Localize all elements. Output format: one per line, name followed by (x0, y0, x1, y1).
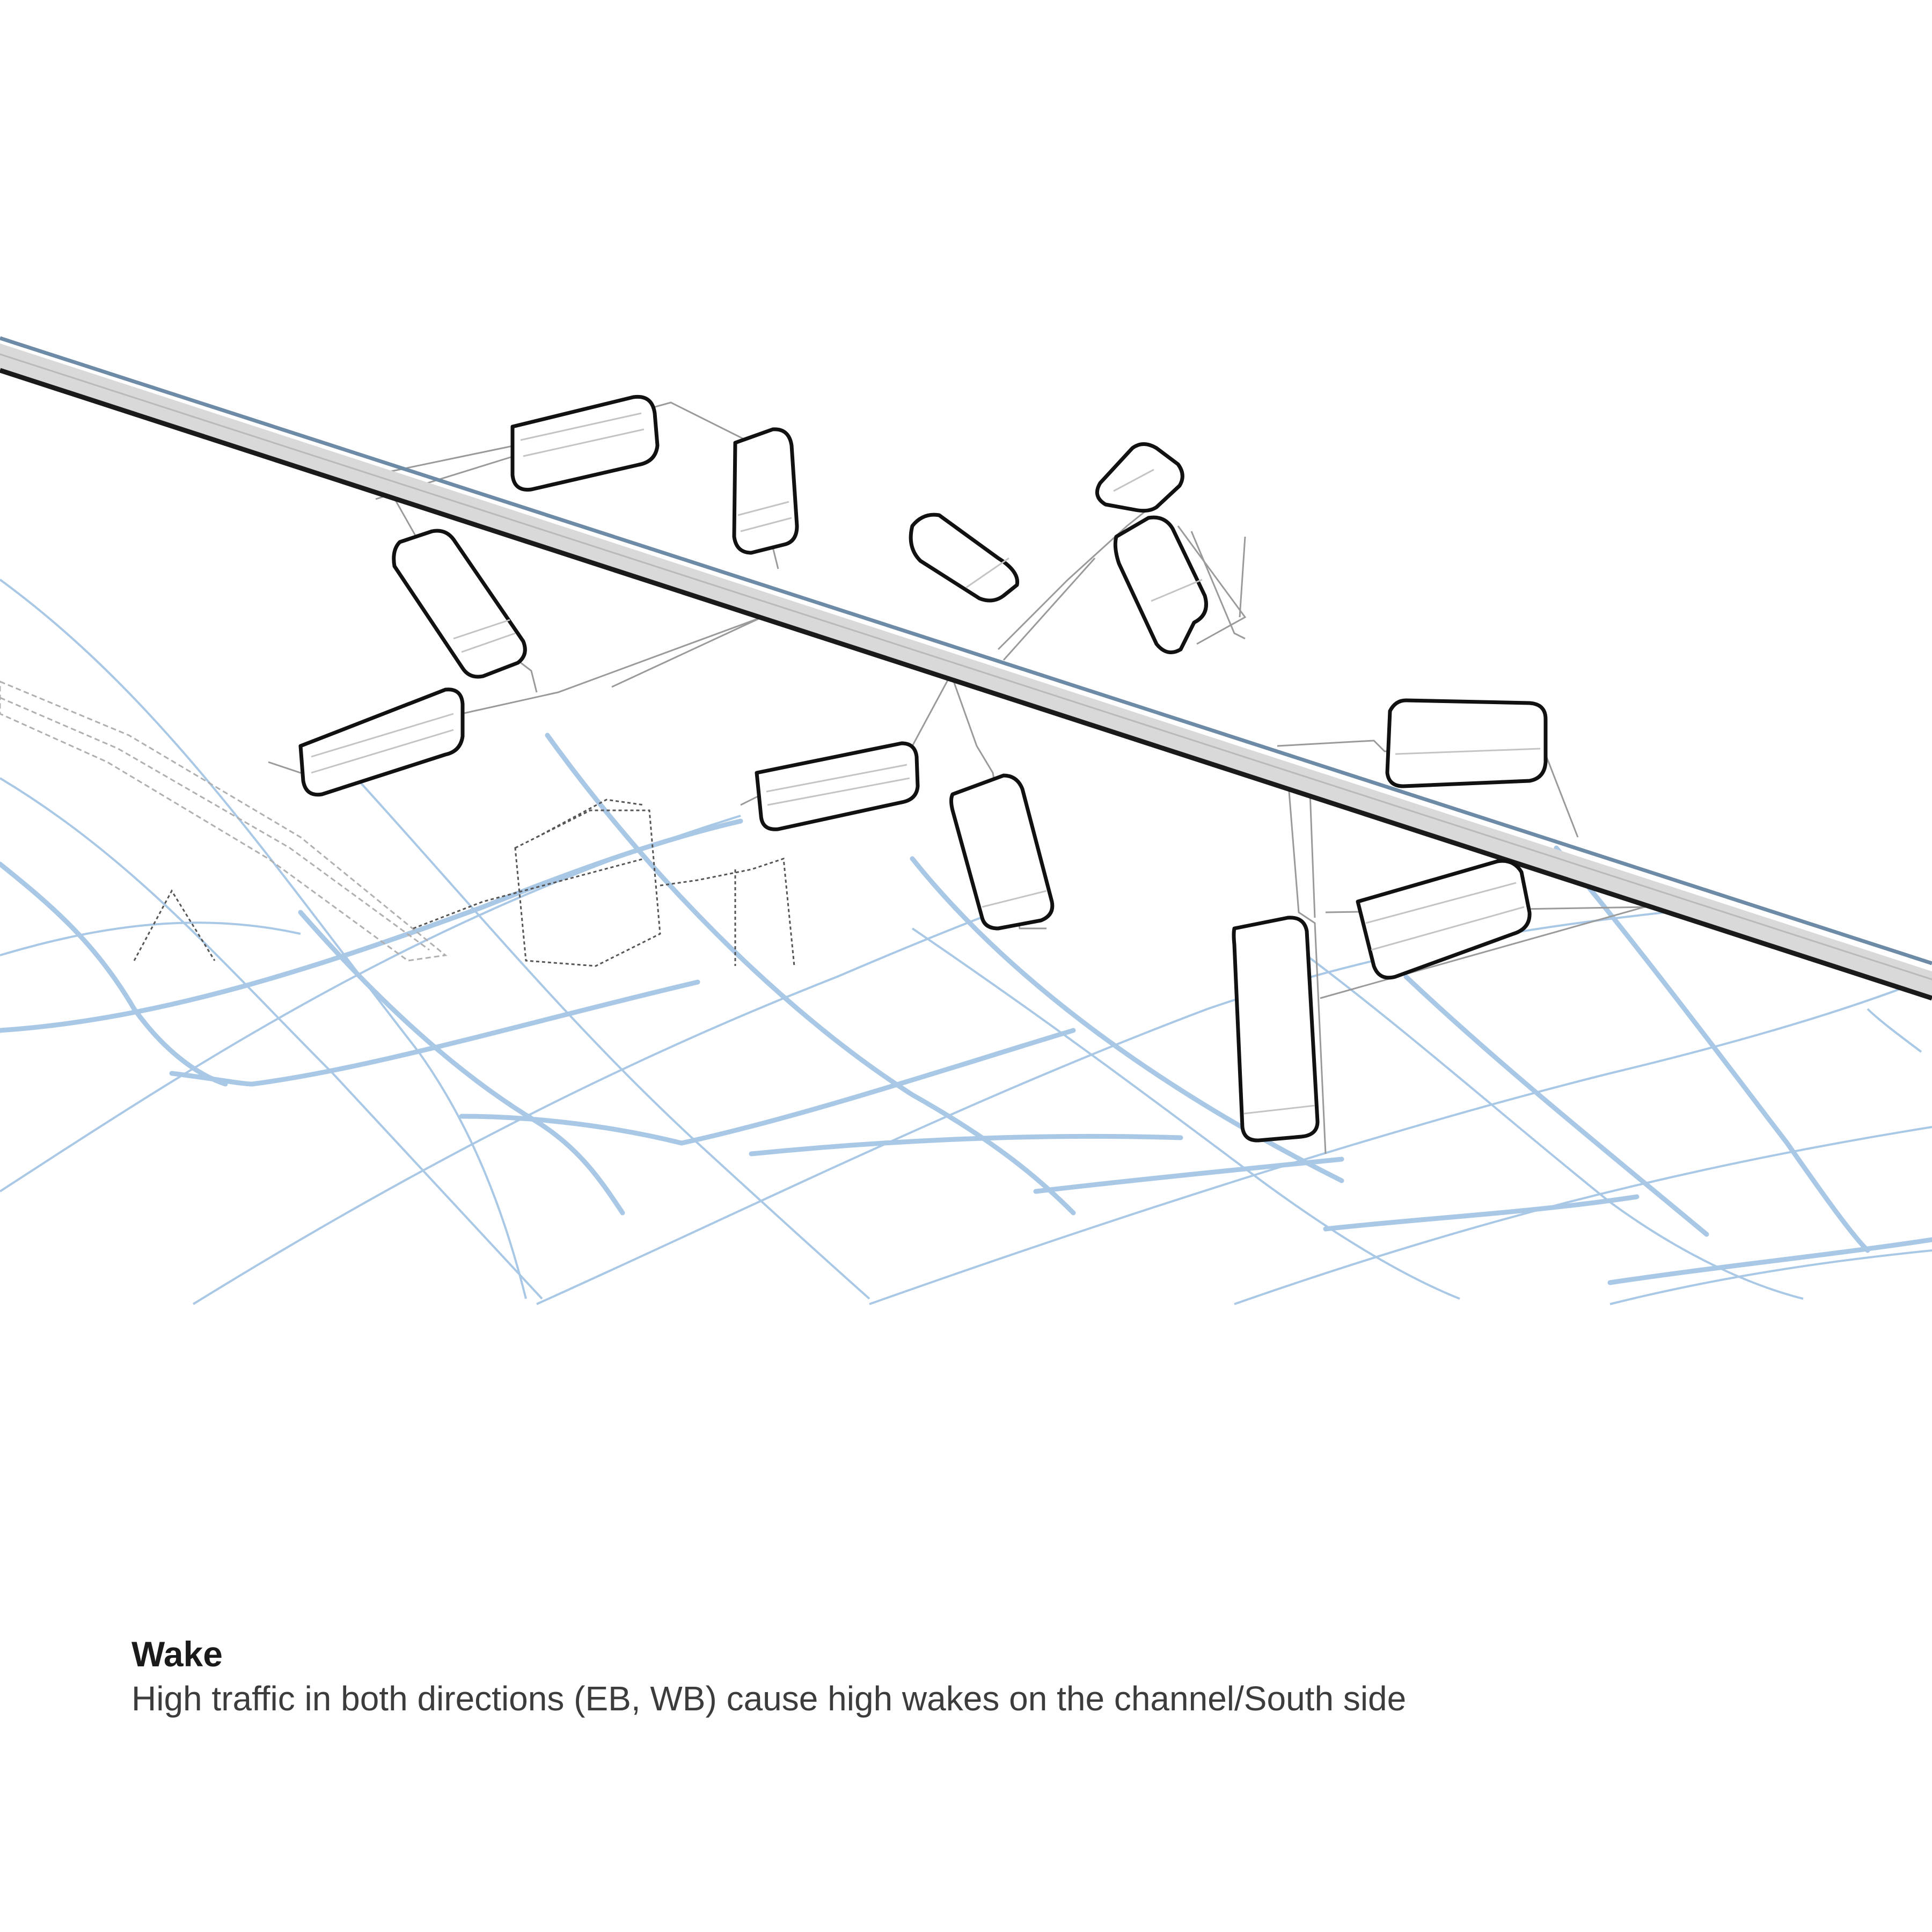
caption-title: Wake (131, 1634, 223, 1674)
boat (909, 513, 1020, 603)
boat (510, 394, 660, 492)
boat (392, 529, 527, 679)
boat (1232, 916, 1320, 1143)
caption: Wake High traffic in both directions (EB… (131, 1634, 1849, 1719)
main-dock (0, 336, 1932, 1001)
boat (949, 773, 1055, 931)
caption-text: High traffic in both directions (EB, WB)… (131, 1679, 1407, 1718)
boat (1385, 698, 1548, 788)
wake-waves (0, 579, 1932, 1305)
boat (1095, 442, 1184, 513)
boat (755, 741, 920, 831)
boat (732, 427, 799, 555)
boat (1113, 515, 1247, 655)
boat (298, 687, 465, 797)
boats (298, 394, 1548, 1143)
boat (1356, 859, 1532, 980)
ghost-boat (0, 680, 795, 967)
